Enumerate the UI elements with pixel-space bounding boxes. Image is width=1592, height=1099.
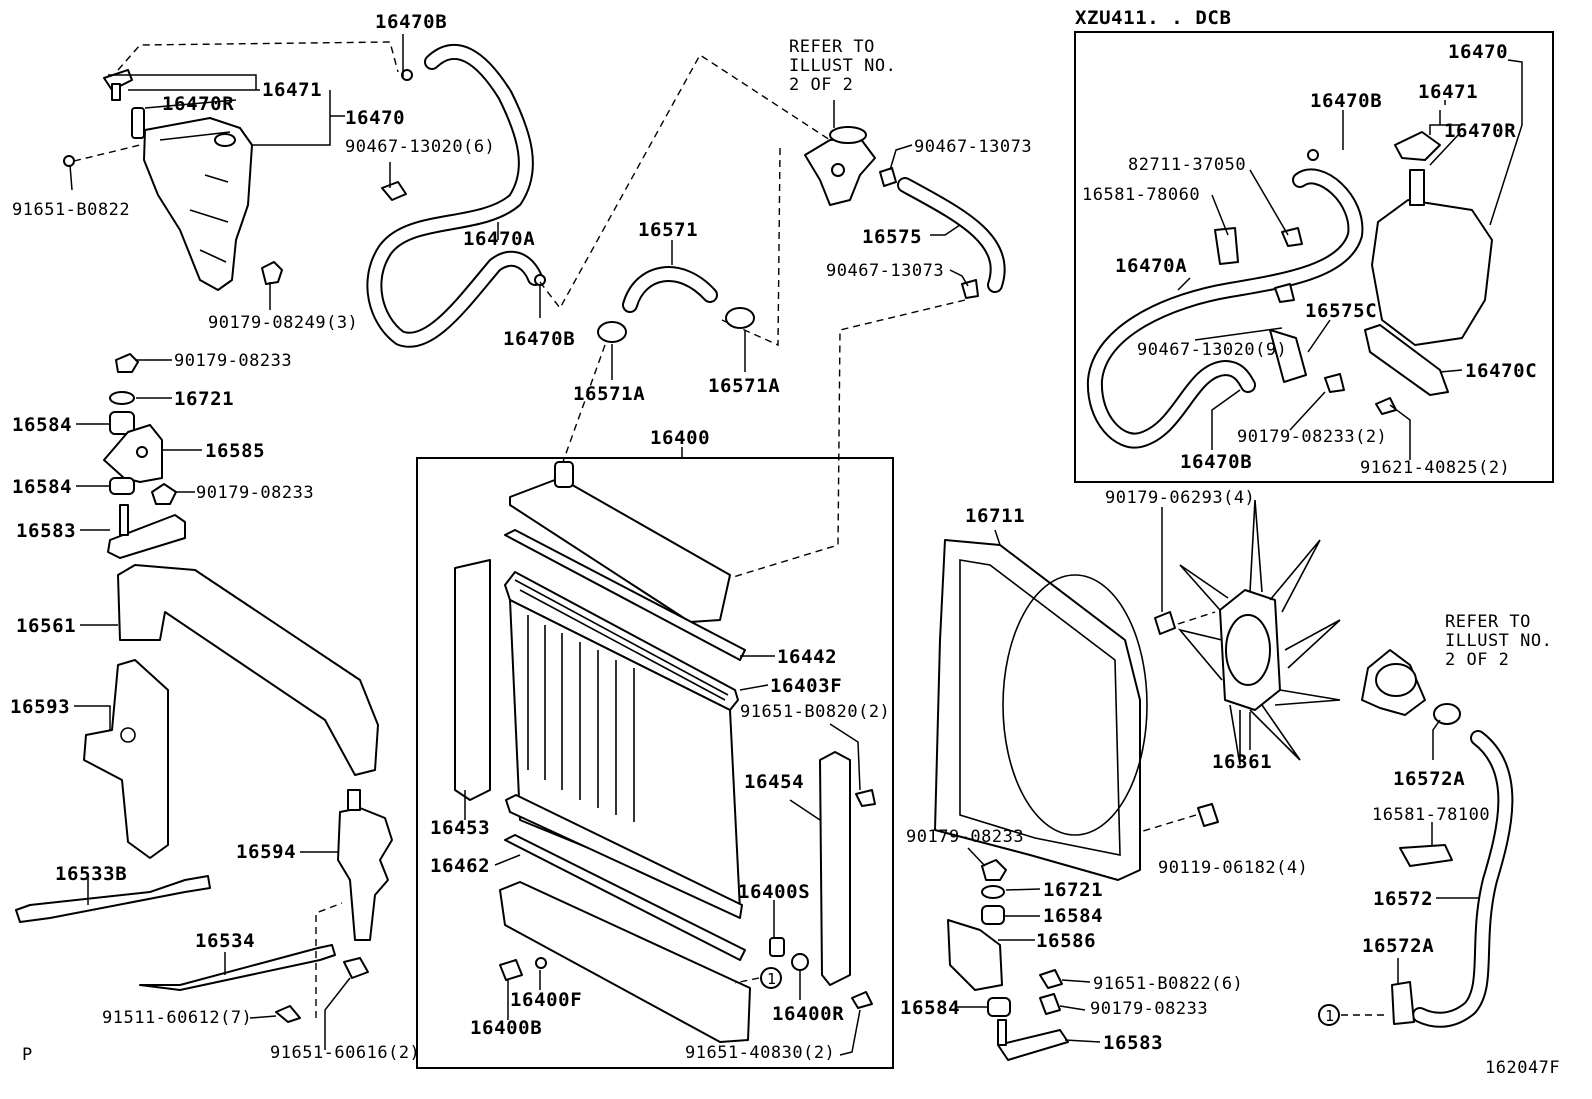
- connector-marker-right: 1: [1325, 1007, 1335, 1025]
- label-16462: 16462: [430, 855, 490, 877]
- label-90179-08233-b: 90179-08233: [196, 483, 314, 503]
- label-16571: 16571: [638, 219, 698, 241]
- label-16593: 16593: [10, 696, 70, 718]
- inset-label-16470B-b: 16470B: [1180, 451, 1252, 473]
- lower-hose-assembly: [1318, 649, 1514, 1028]
- figure-code: 162047F: [1485, 1058, 1560, 1078]
- label-16583-a: 16583: [16, 520, 76, 542]
- label-16400: 16400: [650, 427, 710, 449]
- label-16561: 16561: [16, 615, 76, 637]
- label-16534: 16534: [195, 930, 255, 952]
- label-16584-d: 16584: [900, 997, 960, 1019]
- label-16454: 16454: [744, 771, 804, 793]
- label-91651-40830: 91651-40830(2): [685, 1043, 835, 1063]
- connector-marker-left: 1: [767, 970, 777, 988]
- label-90467-13020-6: 90467-13020(6): [345, 137, 495, 157]
- label-91651-B0822-6: 91651-B0822(6): [1093, 974, 1243, 994]
- label-16361: 16361: [1212, 751, 1272, 773]
- label-16575: 16575: [862, 226, 922, 248]
- label-16572: 16572: [1373, 888, 1433, 910]
- label-16470A-a: 16470A: [463, 228, 535, 250]
- label-16571A-b: 16571A: [708, 375, 780, 397]
- label-90179-08233-c: 90179-08233: [906, 827, 1024, 847]
- label-91511-60612: 91511-60612(7): [102, 1008, 252, 1028]
- inset-label-90179-08233-2: 90179-08233(2): [1237, 427, 1387, 447]
- inset-label-16470R: 16470R: [1444, 120, 1516, 142]
- refer-right-line-3: 2 OF 2: [1445, 650, 1509, 670]
- label-16586: 16586: [1036, 930, 1096, 952]
- refer-top-line-1: REFER TO: [789, 37, 875, 57]
- reserve-tank-assembly: [63, 41, 399, 291]
- label-90467-13073-b: 90467-13073: [826, 261, 944, 281]
- label-16400B: 16400B: [470, 1017, 542, 1039]
- inset-label-91621-40825: 91621-40825(2): [1360, 458, 1510, 478]
- label-16572A-b: 16572A: [1362, 935, 1434, 957]
- label-91651-B0820: 91651-B0820(2): [740, 702, 890, 722]
- inset-label-16471: 16471: [1418, 81, 1478, 103]
- inset-label-16575C: 16575C: [1305, 300, 1377, 322]
- label-90179-08249: 90179-08249(3): [208, 313, 358, 333]
- label-16584-b: 16584: [12, 476, 72, 498]
- inset-label-16470B-a: 16470B: [1310, 90, 1382, 112]
- left-mount-parts: [15, 353, 393, 1023]
- inset-label-16470A: 16470A: [1115, 255, 1187, 277]
- fan-shroud-and-fan: [934, 499, 1341, 881]
- label-16721-a: 16721: [174, 388, 234, 410]
- inset-label-16581-78060: 16581-78060: [1082, 185, 1200, 205]
- variant-inset: [1074, 31, 1554, 483]
- right-bracket-parts: [947, 859, 1069, 1061]
- label-16453: 16453: [430, 817, 490, 839]
- page-mark: P: [22, 1045, 33, 1065]
- label-90179-06293: 90179-06293(4): [1105, 488, 1255, 508]
- overflow-hose: [366, 44, 831, 348]
- label-16584-a: 16584: [12, 414, 72, 436]
- label-16594: 16594: [236, 841, 296, 863]
- leader-lines: [69, 34, 1523, 1056]
- label-91651-60616: 91651-60616(2): [270, 1043, 420, 1063]
- label-16470-a: 16470: [345, 107, 405, 129]
- variant-header: XZU411. . DCB: [1075, 7, 1232, 29]
- label-16571A-a: 16571A: [573, 383, 645, 405]
- label-90119-06182: 90119-06182(4): [1158, 858, 1308, 878]
- label-16583-b: 16583: [1103, 1032, 1163, 1054]
- refer-right-line-2: ILLUST NO.: [1445, 631, 1552, 651]
- water-inlet-and-hoses: [559, 126, 1006, 579]
- radiator-assembly: [416, 457, 894, 1069]
- inset-label-90467-13020-9: 90467-13020(9): [1137, 340, 1287, 360]
- label-16400S: 16400S: [738, 881, 810, 903]
- label-90179-08233-d: 90179-08233: [1090, 999, 1208, 1019]
- refer-top-line-3: 2 OF 2: [789, 75, 853, 95]
- label-16471-a: 16471: [262, 79, 322, 101]
- label-16403F: 16403F: [770, 675, 842, 697]
- label-16584-c: 16584: [1043, 905, 1103, 927]
- label-16533B: 16533B: [55, 863, 127, 885]
- label-90179-08233-a: 90179-08233: [174, 351, 292, 371]
- label-16442: 16442: [777, 646, 837, 668]
- refer-top-line-2: ILLUST NO.: [789, 56, 896, 76]
- label-91651-B0822: 91651-B0822: [12, 200, 130, 220]
- label-16470B-a: 16470B: [375, 11, 447, 33]
- label-90467-13073-a: 90467-13073: [914, 137, 1032, 157]
- label-16400R: 16400R: [772, 1003, 844, 1025]
- label-16581-78100: 16581-78100: [1372, 805, 1490, 825]
- inset-label-16470C: 16470C: [1465, 360, 1537, 382]
- label-16711: 16711: [965, 505, 1025, 527]
- label-16721-b: 16721: [1043, 879, 1103, 901]
- label-16585: 16585: [205, 440, 265, 462]
- label-16400F: 16400F: [510, 989, 582, 1011]
- inset-label-82711-37050: 82711-37050: [1128, 155, 1246, 175]
- label-16470B-b: 16470B: [503, 328, 575, 350]
- label-16572A-a: 16572A: [1393, 768, 1465, 790]
- label-16470R-a: 16470R: [162, 93, 234, 115]
- part-labels: XZU411. . DCB 16470B 16471 16470R 16470 …: [10, 7, 1560, 1078]
- refer-right-line-1: REFER TO: [1445, 612, 1531, 632]
- inset-label-16470: 16470: [1448, 41, 1508, 63]
